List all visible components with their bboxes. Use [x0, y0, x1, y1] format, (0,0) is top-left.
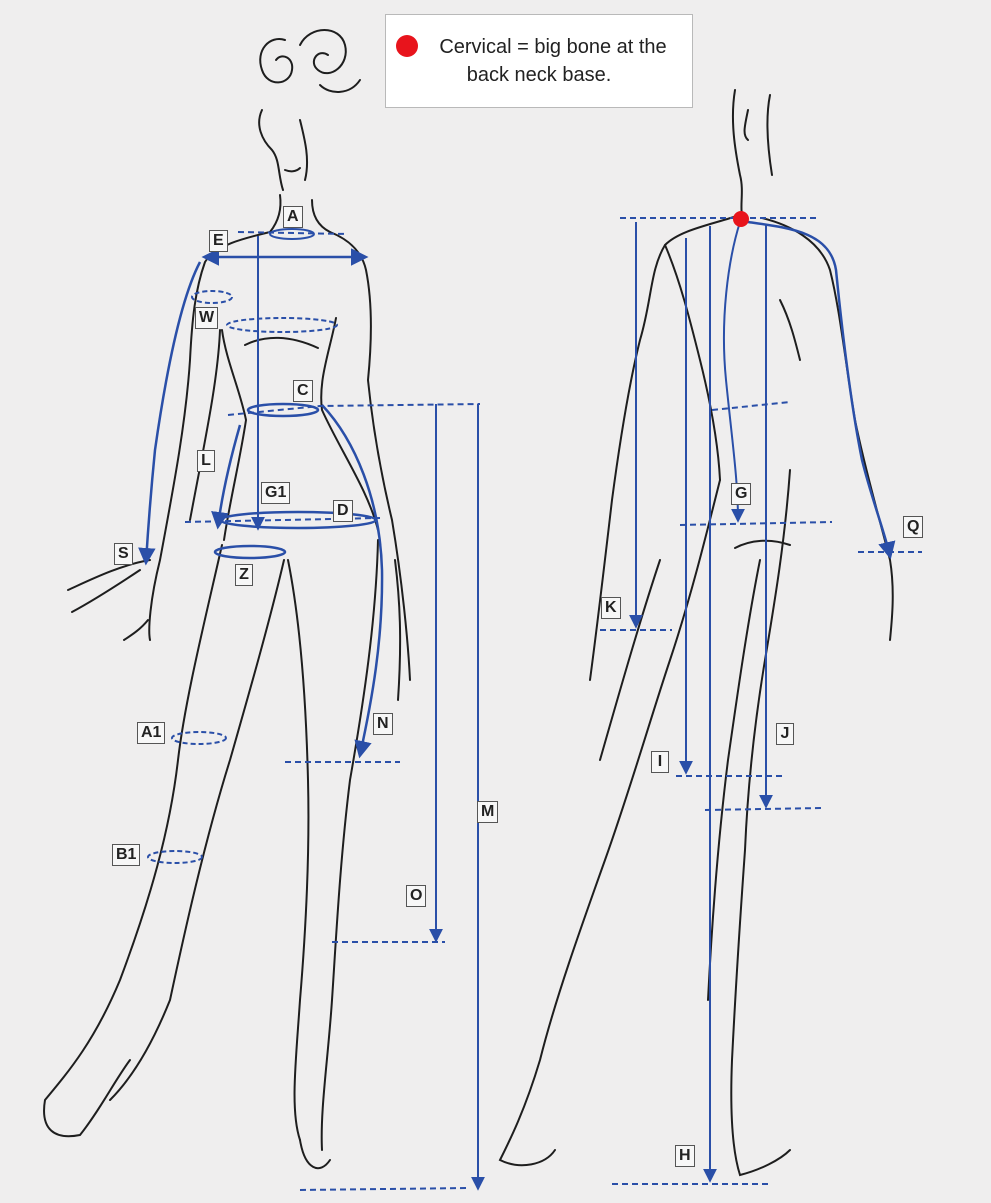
label-o: O — [406, 885, 426, 907]
label-i: I — [651, 751, 669, 773]
cervical-point-marker — [733, 211, 749, 227]
label-g: G — [731, 483, 751, 505]
label-k: K — [601, 597, 621, 619]
label-n: N — [373, 713, 393, 735]
label-b1: B1 — [112, 844, 140, 866]
label-h: H — [675, 1145, 695, 1167]
label-j: J — [776, 723, 794, 745]
label-c: C — [293, 380, 313, 402]
label-l: L — [197, 450, 215, 472]
back-measurements — [600, 218, 922, 1184]
front-figure-sketch — [44, 30, 410, 1168]
label-e: E — [209, 230, 228, 252]
label-a: A — [283, 206, 303, 228]
cervical-note-line2: back neck base. — [386, 61, 692, 89]
label-q: Q — [903, 516, 923, 538]
label-d: D — [333, 500, 353, 522]
back-figure-sketch — [500, 90, 893, 1175]
cervical-note: Cervical = big bone at the back neck bas… — [385, 14, 693, 108]
cervical-note-line1: Cervical = big bone at the — [386, 33, 692, 61]
label-a1: A1 — [137, 722, 165, 744]
label-m: M — [477, 801, 498, 823]
label-s: S — [114, 543, 133, 565]
label-w: W — [195, 307, 218, 329]
label-g1: G1 — [261, 482, 290, 504]
front-measurements — [146, 229, 480, 1190]
label-z: Z — [235, 564, 253, 586]
cervical-dot-icon — [396, 35, 418, 57]
